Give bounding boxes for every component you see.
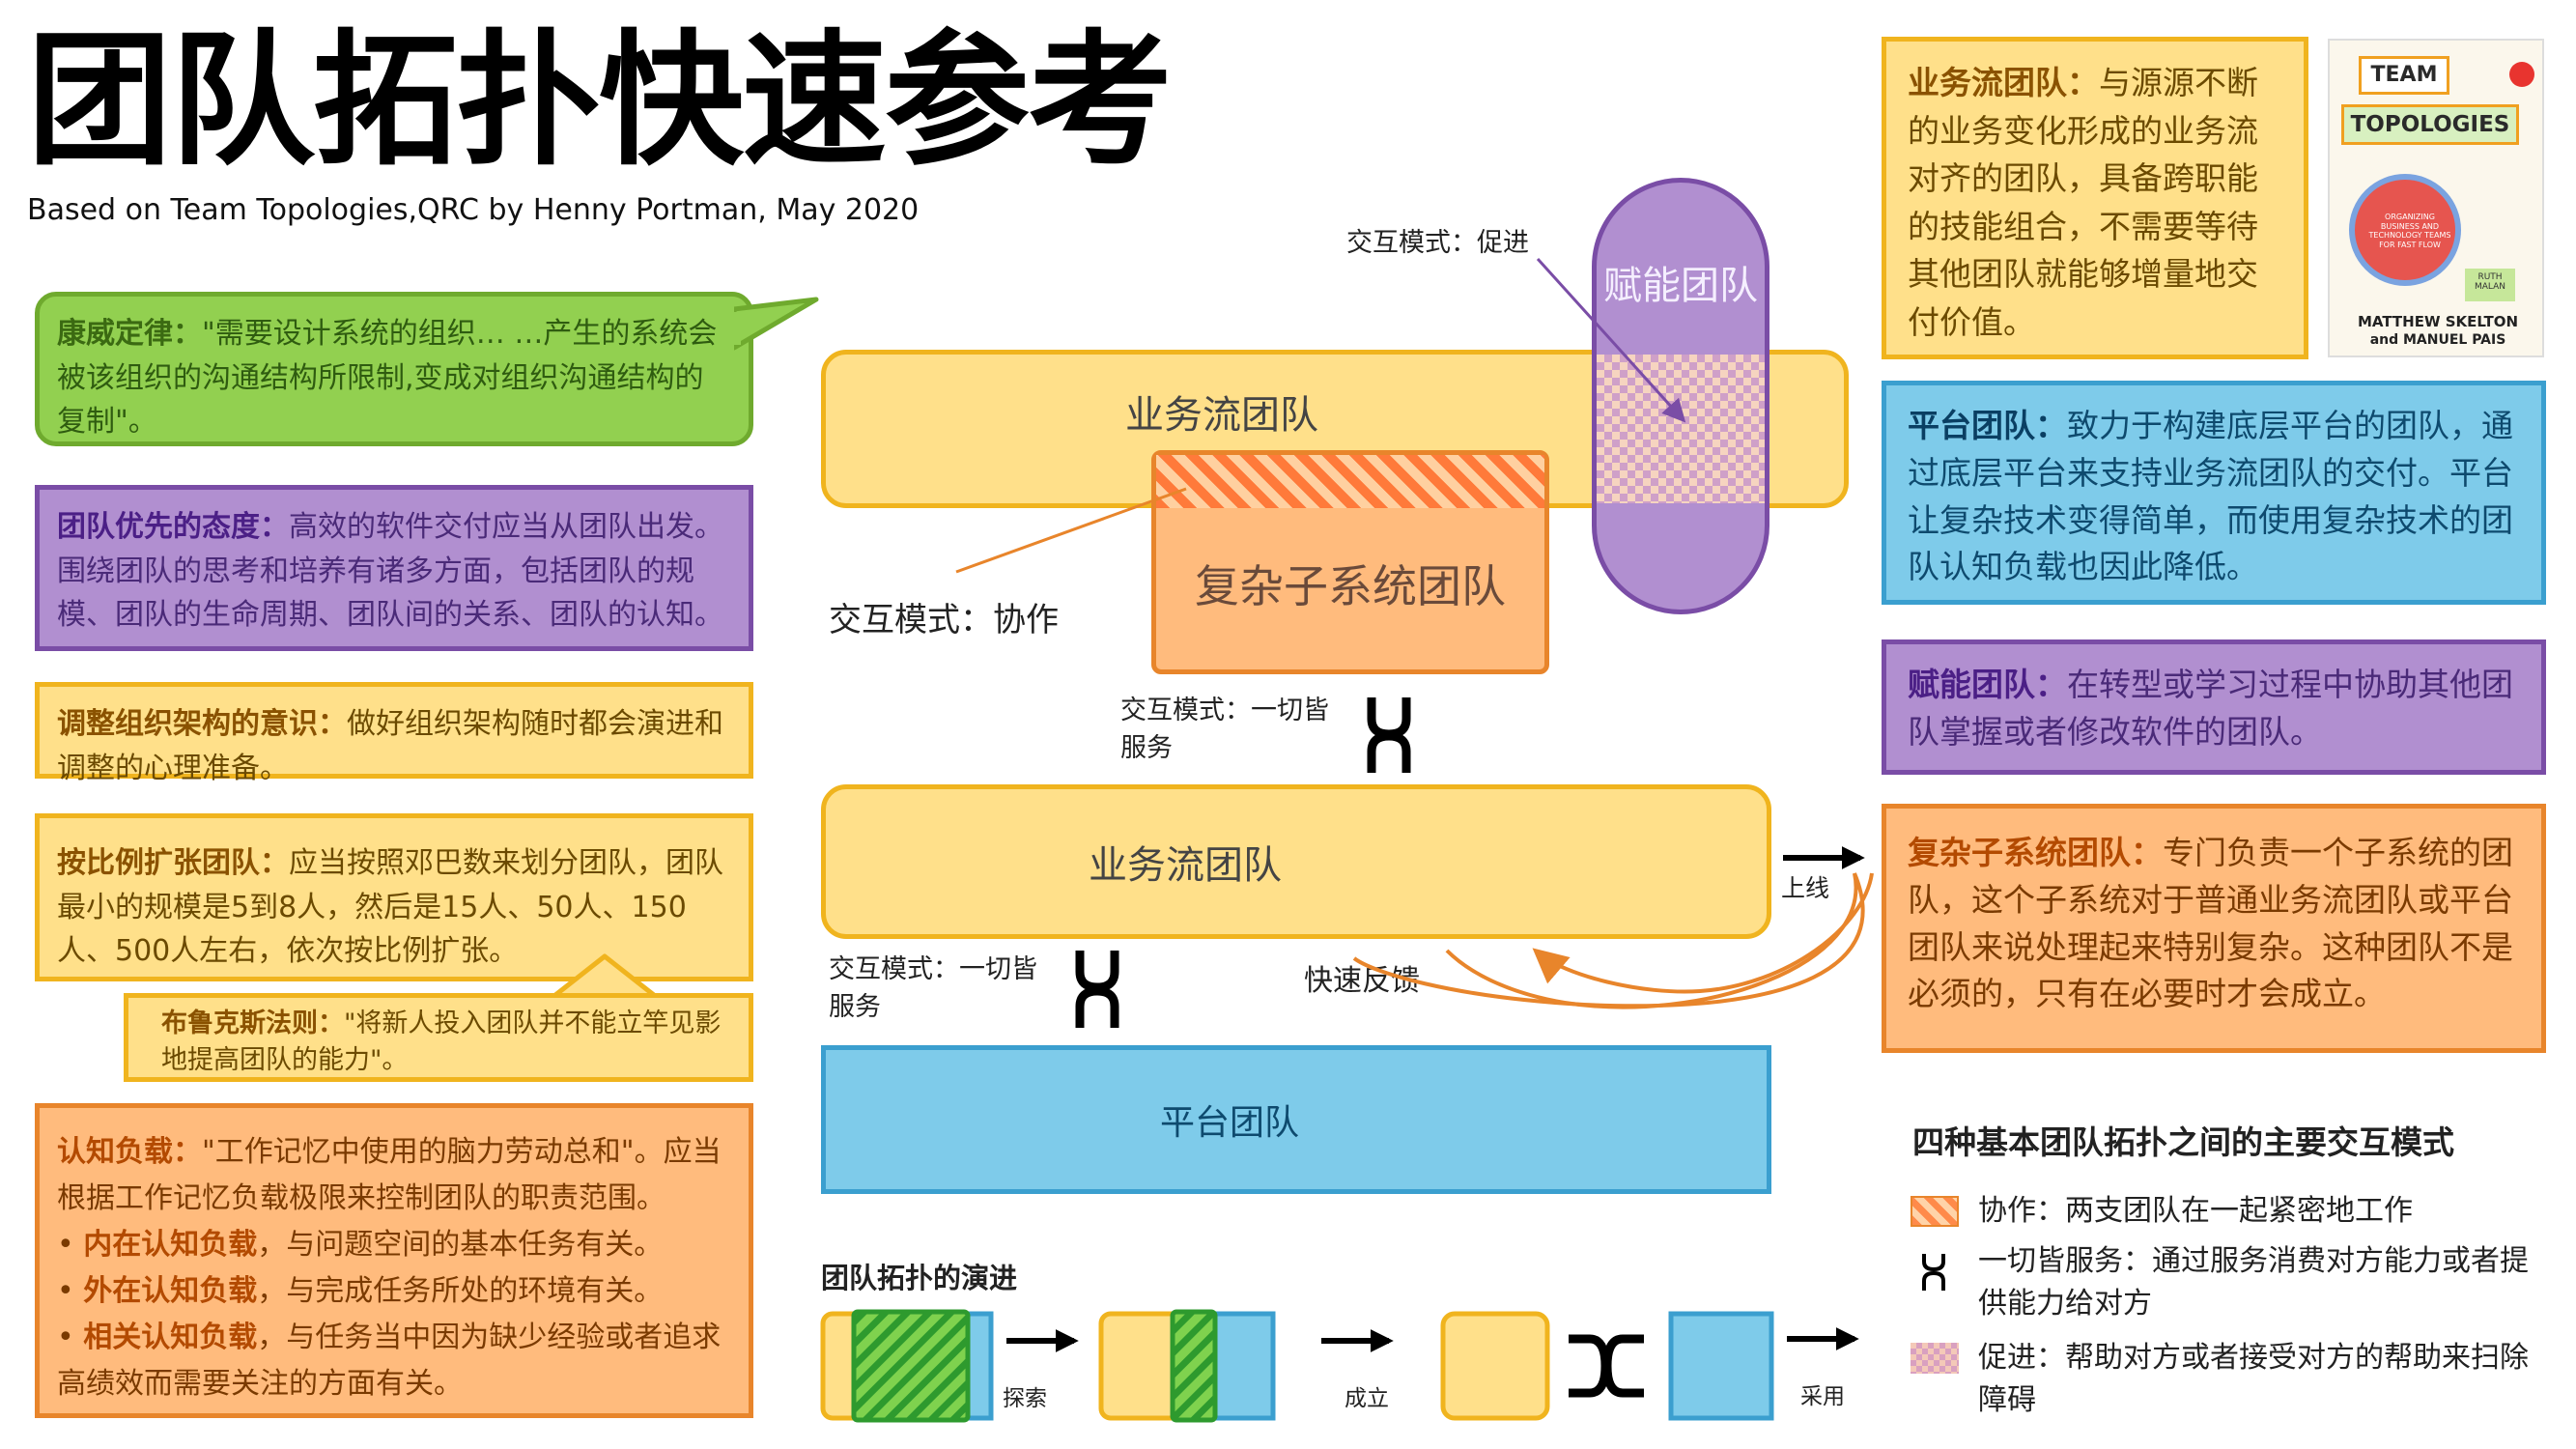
brooks-text: "将新人投入团队并不能立竿见影地提高团队的能力"。 bbox=[161, 1009, 722, 1075]
team-first-card: 团队优先的态度：高效的软件交付应当从团队出发。围绕团队的思考和培养有诸多方面，包… bbox=[35, 485, 753, 651]
facilitate-swatch bbox=[1911, 1343, 1959, 1374]
stream-card-text: 与源源不断的业务变化形成的业务流对齐的团队，具备跨职能的技能组合，不需要等待其他… bbox=[1908, 64, 2258, 341]
feedback-curve-3 bbox=[1532, 872, 1874, 994]
feedback-curve-2 bbox=[1352, 872, 1865, 1009]
evolution-stage-3 bbox=[1440, 1311, 1774, 1421]
stream-team-card: 业务流团队：与源源不断的业务变化形成的业务流对齐的团队，具备跨职能的技能组合，不… bbox=[1882, 37, 2308, 359]
scale-text: 应当按照邓巴数来划分团队，团队最小的规模是5到8人，然后是15人、50人、150… bbox=[57, 846, 723, 969]
xaas-label-top: 交互模式：一切皆服务 bbox=[1120, 696, 1329, 764]
legend-facilitate-text: 促进：帮助对方或者接受对方的帮助来扫除障碍 bbox=[1978, 1341, 2529, 1417]
stream-team-top-label: 业务流团队 bbox=[1125, 393, 1318, 438]
facilitate-label: 交互模式：促进 bbox=[1346, 228, 1529, 258]
collab-label: 交互模式：协作 bbox=[829, 601, 1059, 639]
speech-tail bbox=[734, 297, 819, 351]
enabling-team-label: 赋能团队 bbox=[1603, 264, 1758, 308]
page-subtitle: Based on Team Topologies,QRC by Henny Po… bbox=[27, 193, 920, 227]
complicated-card-term: 复杂子系统团队： bbox=[1908, 834, 2163, 871]
fast-feedback-label: 快速反馈 bbox=[1304, 964, 1420, 998]
collab-swatch bbox=[1911, 1196, 1959, 1227]
evolution-step-form: 成立 bbox=[1345, 1386, 1389, 1411]
book-foreword: RUTH MALAN bbox=[2465, 269, 2515, 301]
team-first-term: 团队优先的态度： bbox=[57, 510, 289, 544]
stream-team-mid-label: 业务流团队 bbox=[1089, 843, 1282, 888]
cognitive-item-intrinsic: • 内在认知负载，与问题空间的基本任务有关。 bbox=[57, 1228, 664, 1262]
enabling-card-term: 赋能团队： bbox=[1908, 666, 2067, 703]
evolution-stage-1 bbox=[820, 1309, 994, 1423]
release-label: 上线 bbox=[1781, 874, 1830, 902]
scale-term: 按比例扩张团队： bbox=[57, 846, 289, 880]
conway-text: "需要设计系统的组织… …产生的系统会被该组织的沟通结构所限制,变成对组织沟通结… bbox=[57, 317, 718, 440]
complicated-card-text: 专门负责一个子系统的团队，这个子系统对于普通业务流团队或平台团队来说处理起来特别… bbox=[1908, 834, 2513, 1013]
collab-overlap-area bbox=[1156, 455, 1544, 508]
platform-team-label: 平台团队 bbox=[1160, 1103, 1300, 1143]
cognitive-item-extraneous: • 外在认知负载，与完成任务所处的环境有关。 bbox=[57, 1274, 664, 1308]
xaas-symbol-bottom bbox=[1075, 951, 1119, 1028]
conway-card: 康威定律："需要设计系统的组织… …产生的系统会被该组织的沟通结构所限制,变成对… bbox=[35, 292, 753, 446]
cognitive-text: "工作记忆中使用的脑力劳动总和"。应当根据工作记忆负载极限来控制团队的职责范围。 bbox=[57, 1135, 722, 1215]
evolution-stage-2 bbox=[1098, 1309, 1276, 1423]
evolution-title: 团队拓扑的演进 bbox=[821, 1262, 1018, 1294]
platform-team: 平台团队 bbox=[821, 1045, 1771, 1194]
enabling-team-card: 赋能团队：在转型或学习过程中协助其他团队掌握或者修改软件的团队。 bbox=[1882, 639, 2546, 775]
evolution-strip bbox=[820, 1309, 1859, 1423]
brooks-term: 布鲁克斯法则： bbox=[161, 1009, 344, 1038]
legend-collab-text: 协作：两支团队在一起紧密地工作 bbox=[1978, 1194, 2413, 1228]
book-authors-1: MATTHEW SKELTON bbox=[2357, 313, 2519, 330]
facilitate-overlap-area bbox=[1597, 355, 1765, 503]
legend-facilitate: 促进：帮助对方或者接受对方的帮助来扫除障碍 bbox=[1911, 1337, 2529, 1421]
xaas-symbol-top bbox=[1367, 697, 1411, 773]
facilitate-pointer-line bbox=[1536, 257, 1686, 423]
stream-team-mid: 业务流团队 bbox=[821, 784, 1771, 939]
book-title-team: TEAM bbox=[2359, 56, 2449, 95]
cognitive-load-card: 认知负载："工作记忆中使用的脑力劳动总和"。应当根据工作记忆负载极限来控制团队的… bbox=[35, 1103, 753, 1418]
book-circle: ORGANIZING BUSINESS AND TECHNOLOGY TEAMS… bbox=[2349, 174, 2461, 286]
legend-xaas-text: 一切皆服务：通过服务消费对方能力或者提供能力给对方 bbox=[1978, 1244, 2529, 1321]
legend-title: 四种基本团队拓扑之间的主要交互模式 bbox=[1912, 1123, 2454, 1161]
stream-card-term: 业务流团队： bbox=[1908, 64, 2099, 101]
xaas-swatch bbox=[1922, 1254, 1945, 1291]
evolution-step-explore: 探索 bbox=[1003, 1386, 1047, 1411]
scale-card: 按比例扩张团队：应当按照邓巴数来划分团队，团队最小的规模是5到8人，然后是15人… bbox=[35, 813, 753, 981]
xaas-label-bottom: 交互模式：一切皆服务 bbox=[829, 954, 1037, 1023]
reorg-text: 做好组织架构随时都会演进和调整的心理准备。 bbox=[57, 707, 723, 785]
enabling-card-text: 在转型或学习过程中协助其他团队掌握或者修改软件的团队。 bbox=[1908, 666, 2513, 751]
brooks-card: 布鲁克斯法则："将新人投入团队并不能立竿见影地提高团队的能力"。 bbox=[124, 993, 753, 1082]
cognitive-item-germane: • 相关认知负载，与任务当中因为缺少经验或者追求高绩效而需要关注的方面有关。 bbox=[57, 1321, 722, 1401]
cognitive-term: 认知负载： bbox=[57, 1135, 202, 1169]
legend-xaas: 一切皆服务：通过服务消费对方能力或者提供能力给对方 bbox=[1911, 1240, 2529, 1324]
conway-term: 康威定律： bbox=[57, 317, 202, 351]
legend-collab: 协作：两支团队在一起紧密地工作 bbox=[1911, 1190, 2529, 1233]
book-cover: TEAM TOPOLOGIES ORGANIZING BUSINESS AND … bbox=[2328, 39, 2544, 357]
platform-card-text: 致力于构建底层平台的团队，通过底层平台来支持业务流团队的交付。平台让复杂技术变得… bbox=[1908, 407, 2513, 586]
reorg-card: 调整组织架构的意识：做好组织架构随时都会演进和调整的心理准备。 bbox=[35, 682, 753, 785]
evolution-step-adopt: 采用 bbox=[1800, 1384, 1845, 1409]
book-authors-2: and MANUEL PAIS bbox=[2369, 332, 2506, 348]
collab-pointer-line bbox=[955, 487, 1187, 574]
platform-team-card: 平台团队：致力于构建底层平台的团队，通过底层平台来支持业务流团队的交付。平台让复… bbox=[1882, 381, 2546, 605]
reorg-term: 调整组织架构的意识： bbox=[57, 707, 347, 741]
book-title-topologies: TOPOLOGIES bbox=[2341, 104, 2519, 145]
team-first-text: 高效的软件交付应当从团队出发。围绕团队的思考和培养有诸多方面，包括团队的规模、团… bbox=[57, 510, 723, 633]
complicated-team-label: 复杂子系统团队 bbox=[1195, 560, 1506, 612]
book-red-dot bbox=[2509, 62, 2534, 87]
complicated-team-card: 复杂子系统团队：专门负责一个子系统的团队，这个子系统对于普通业务流团队或平台团队… bbox=[1882, 804, 2546, 1053]
platform-card-term: 平台团队： bbox=[1908, 407, 2067, 444]
page-title: 团队拓扑快速参考 bbox=[27, 17, 1173, 185]
